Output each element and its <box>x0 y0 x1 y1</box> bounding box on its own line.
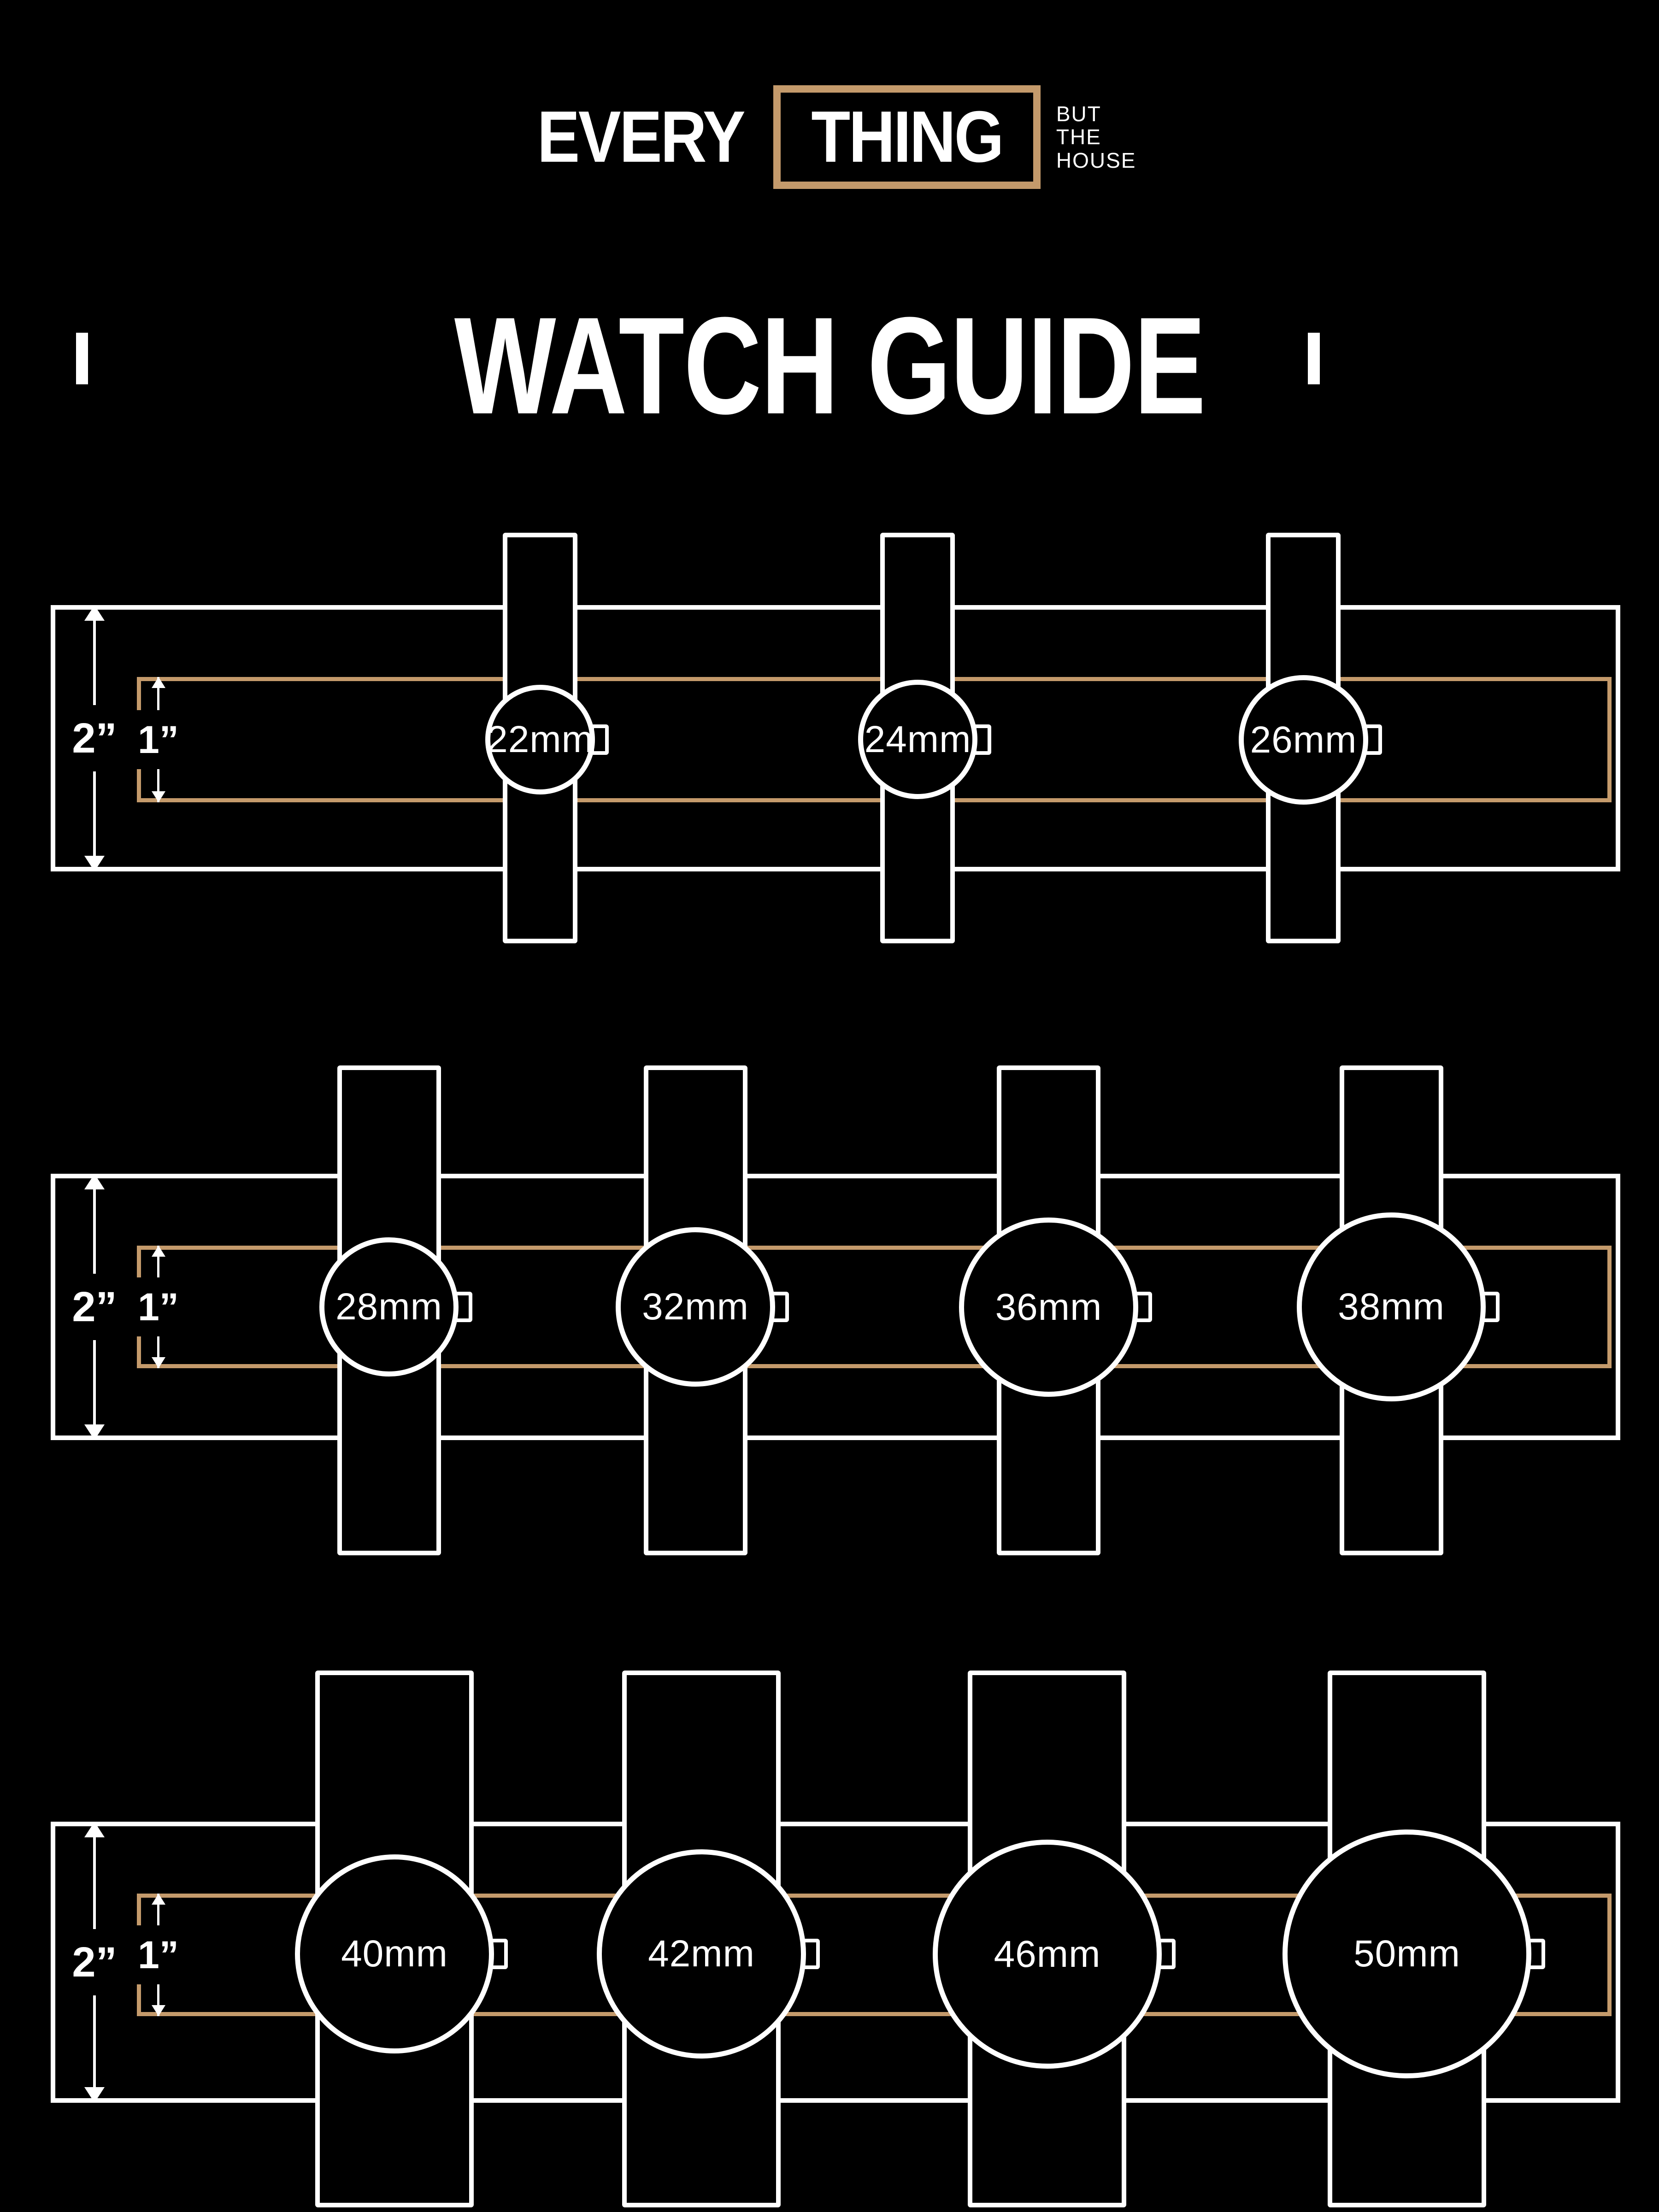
row3-dim-arrow-2in: 2” <box>69 1822 120 2103</box>
watch-size-label: 28mm <box>335 1286 442 1328</box>
row1-band-2in <box>51 605 1620 871</box>
watch-face: 32mm <box>616 1227 775 1387</box>
page-title: WATCH GUIDE <box>454 288 1206 443</box>
watch-face: 40mm <box>295 1854 494 2053</box>
row1-label-1in: 1” <box>136 710 181 769</box>
watch-size-label: 36mm <box>995 1286 1102 1328</box>
watch-face: 24mm <box>858 680 977 799</box>
watch-face: 22mm <box>485 685 595 794</box>
watch-size-label: 42mm <box>648 1933 755 1975</box>
watch-size-label: 26mm <box>1250 718 1357 761</box>
watch-size-label: 32mm <box>642 1286 749 1328</box>
logo-but-text: BUT <box>1056 101 1101 126</box>
row2-dim-arrow-2in: 2” <box>69 1174 120 1440</box>
watch-size-label: 38mm <box>1338 1286 1445 1328</box>
logo-every-text: EVERY <box>537 96 745 177</box>
watch-face: 46mm <box>933 1840 1162 2069</box>
row2-label-1in: 1” <box>136 1277 181 1336</box>
brand-logo: EVERY THING BUT THE HOUSE <box>0 85 1659 189</box>
row1-dim-arrow-2in: 2” <box>69 605 120 871</box>
watch-face: 28mm <box>319 1237 459 1377</box>
row3-dim-arrow-1in: 1” <box>136 1894 181 2016</box>
row1-label-2in: 2” <box>69 705 120 771</box>
logo-the-text: THE <box>1056 125 1101 149</box>
watch-size-label: 24mm <box>864 718 971 760</box>
row3-label-1in: 1” <box>136 1925 181 1984</box>
watch-face: 36mm <box>959 1218 1138 1397</box>
watch-size-label: 46mm <box>994 1933 1101 1975</box>
watch-face: 42mm <box>597 1849 806 2059</box>
crop-mark-right <box>1308 333 1320 384</box>
row3-band-2in <box>51 1822 1620 2103</box>
watch-face: 50mm <box>1282 1830 1531 2078</box>
watch-face: 26mm <box>1239 675 1368 805</box>
crop-mark-left <box>76 333 88 384</box>
row3-label-2in: 2” <box>69 1929 120 1995</box>
row1-dim-arrow-1in: 1” <box>136 677 181 802</box>
watch-size-label: 50mm <box>1353 1933 1460 1975</box>
row2-dim-arrow-1in: 1” <box>136 1246 181 1368</box>
watch-size-label: 22mm <box>487 718 594 760</box>
logo-house-text: HOUSE <box>1056 148 1136 172</box>
row2-label-2in: 2” <box>69 1274 120 1340</box>
watch-face: 38mm <box>1297 1212 1486 1401</box>
logo-but-the-house: BUT THE HOUSE <box>1056 102 1136 172</box>
page-title-row: WATCH GUIDE <box>0 286 1659 445</box>
logo-thing-box: THING <box>773 85 1041 189</box>
row2-band-2in <box>51 1174 1620 1440</box>
watch-size-label: 40mm <box>341 1933 448 1975</box>
logo-thing-text: THING <box>811 96 1004 177</box>
